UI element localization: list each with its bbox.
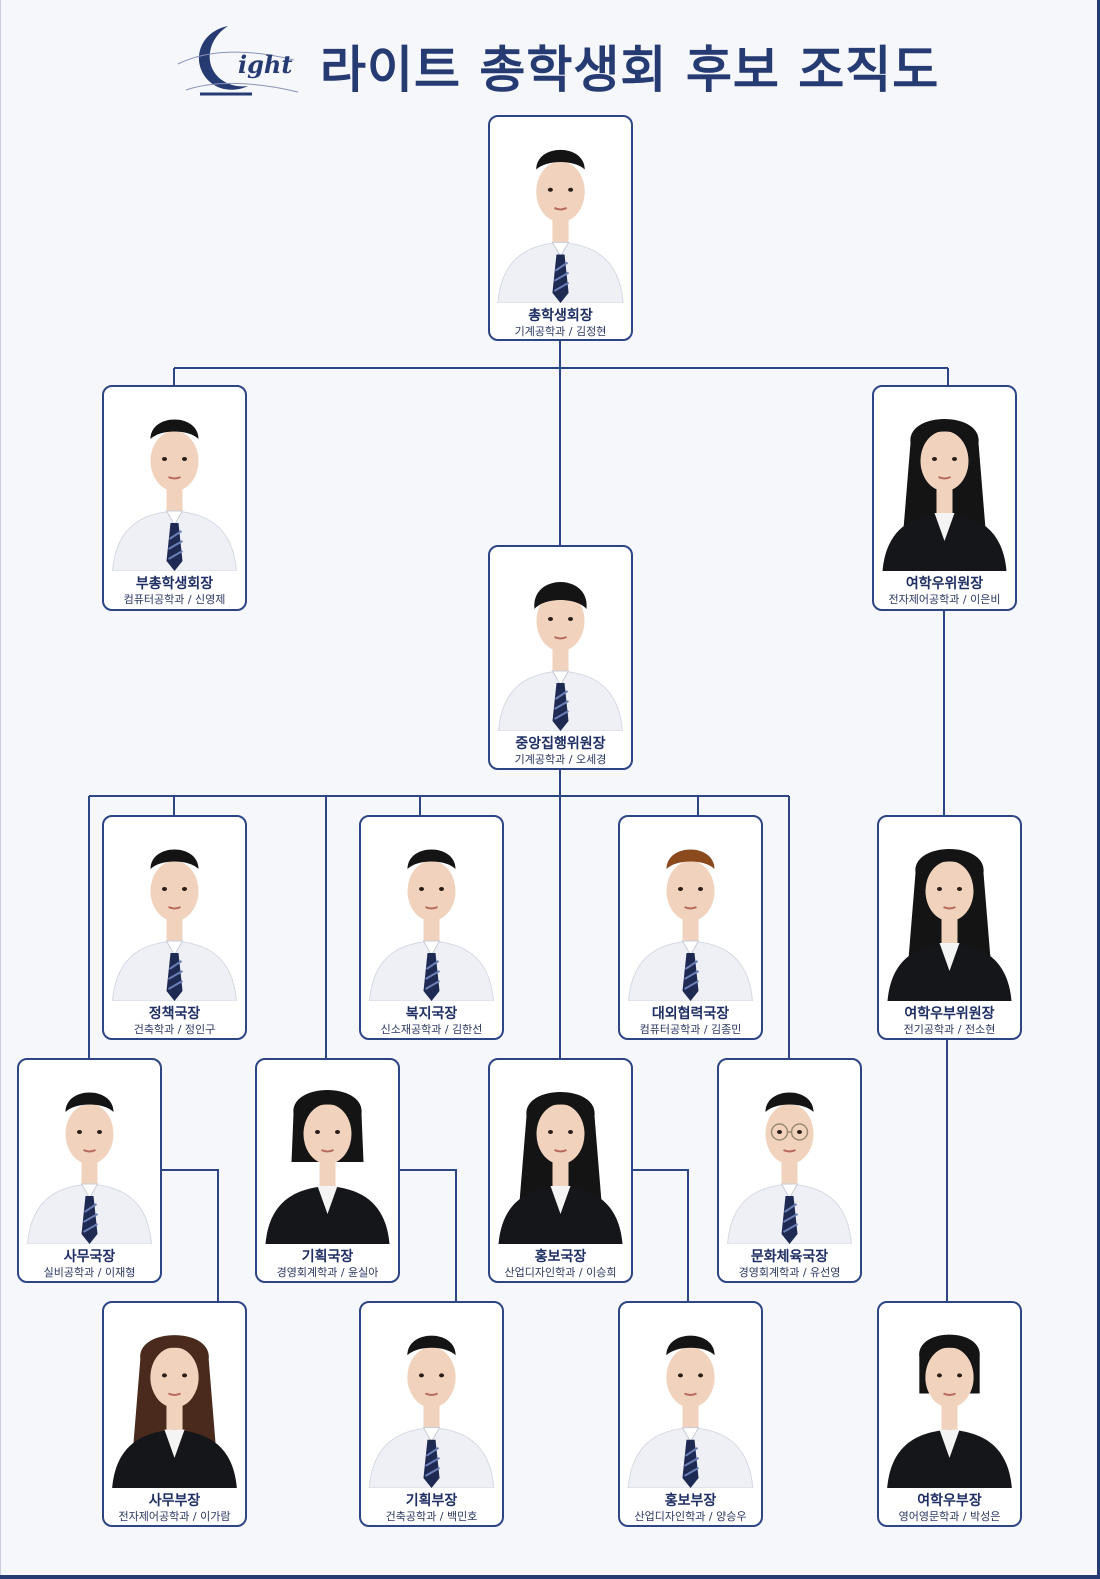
portrait-photo <box>494 1064 627 1244</box>
portrait-photo <box>108 391 241 571</box>
portrait-photo <box>365 1307 498 1488</box>
member-info: 전기공학과 / 전소현 <box>903 1023 996 1036</box>
member-card-women-dept: 여학우부장 영어영문학과 / 박성은 <box>877 1301 1022 1527</box>
member-info: 실비공학과 / 이재형 <box>43 1266 136 1279</box>
person-portrait-icon <box>878 391 1011 571</box>
member-role: 기획국장 <box>301 1249 354 1265</box>
person-portrait-icon <box>494 551 627 731</box>
member-card-women-vice: 여학우부위원장 전기공학과 / 전소현 <box>877 815 1022 1040</box>
member-role: 기획부장 <box>405 1493 458 1509</box>
person-portrait-icon <box>108 1307 241 1488</box>
member-role: 부총학생회장 <box>135 576 214 592</box>
person-portrait-icon <box>883 1307 1016 1488</box>
member-role: 여학우부장 <box>917 1493 982 1509</box>
member-card-planning: 기획국장 경영회계학과 / 윤실아 <box>255 1058 400 1283</box>
member-card-pr: 홍보국장 산업디자인학과 / 이승희 <box>488 1058 633 1283</box>
member-info: 전자제어공학과 / 이은비 <box>888 593 1001 606</box>
person-portrait-icon <box>108 821 241 1001</box>
person-portrait-icon <box>365 821 498 1001</box>
person-portrait-icon <box>494 1064 627 1244</box>
member-role: 복지국장 <box>405 1006 458 1022</box>
portrait-photo <box>261 1064 394 1244</box>
member-card-general-affairs: 사무국장 실비공학과 / 이재형 <box>17 1058 162 1283</box>
member-card-general-affairs-dept: 사무부장 전자제어공학과 / 이가람 <box>102 1301 247 1527</box>
member-card-pr-dept: 홍보부장 산업디자인학과 / 양승우 <box>618 1301 763 1527</box>
member-info: 컴퓨터공학과 / 신영제 <box>123 593 226 606</box>
member-info: 기계공학과 / 오세경 <box>514 753 607 766</box>
person-portrait-icon <box>23 1064 156 1244</box>
member-info: 경영회계학과 / 윤실아 <box>276 1266 379 1279</box>
member-info: 신소재공학과 / 김한선 <box>380 1023 483 1036</box>
portrait-photo <box>108 1307 241 1488</box>
person-portrait-icon <box>624 1307 757 1488</box>
member-role: 홍보부장 <box>664 1493 717 1509</box>
member-role: 홍보국장 <box>534 1249 587 1265</box>
member-role: 문화체육국장 <box>750 1249 829 1265</box>
person-portrait-icon <box>883 821 1016 1001</box>
member-info: 기계공학과 / 김정현 <box>514 325 607 338</box>
portrait-photo <box>624 821 757 1001</box>
member-info: 건축공학과 / 백민호 <box>385 1510 478 1523</box>
member-card-women-chair: 여학우위원장 전자제어공학과 / 이은비 <box>872 385 1017 611</box>
light-logo-icon <box>177 26 299 96</box>
member-card-culture-sports: 문화체육국장 경영회계학과 / 유선영 <box>717 1058 862 1283</box>
page-title: 라이트 총학생회 후보 조직도 <box>320 41 940 99</box>
member-info: 영어영문학과 / 박성은 <box>898 1510 1001 1523</box>
portrait-photo <box>23 1064 156 1244</box>
portrait-photo <box>723 1064 856 1244</box>
portrait-photo <box>624 1307 757 1488</box>
person-portrait-icon <box>261 1064 394 1244</box>
portrait-photo <box>883 1307 1016 1488</box>
member-role: 중앙집행위원장 <box>515 736 606 752</box>
person-portrait-icon <box>494 121 627 303</box>
member-card-central-exec: 중앙집행위원장 기계공학과 / 오세경 <box>488 545 633 770</box>
person-portrait-icon <box>624 821 757 1001</box>
member-card-planning-dept: 기획부장 건축공학과 / 백민호 <box>359 1301 504 1527</box>
member-card-external: 대외협력국장 컴퓨터공학과 / 김종민 <box>618 815 763 1040</box>
member-info: 산업디자인학과 / 양승우 <box>634 1510 747 1523</box>
member-role: 사무국장 <box>63 1249 116 1265</box>
member-info: 전자제어공학과 / 이가람 <box>118 1510 231 1523</box>
member-info: 건축학과 / 정인구 <box>133 1023 216 1036</box>
portrait-photo <box>494 551 627 731</box>
person-portrait-icon <box>108 391 241 571</box>
portrait-photo <box>494 121 627 303</box>
logo-wordmark: ight <box>238 50 293 79</box>
portrait-photo <box>878 391 1011 571</box>
member-card-welfare: 복지국장 신소재공학과 / 김한선 <box>359 815 504 1040</box>
person-portrait-icon <box>723 1064 856 1244</box>
member-card-president: 총학생회장 기계공학과 / 김정현 <box>488 115 633 341</box>
member-card-policy: 정책국장 건축학과 / 정인구 <box>102 815 247 1040</box>
member-role: 대외협력국장 <box>651 1006 730 1022</box>
member-role: 총학생회장 <box>528 308 593 324</box>
member-role: 정책국장 <box>148 1006 201 1022</box>
member-role: 여학우위원장 <box>905 576 984 592</box>
portrait-photo <box>883 821 1016 1001</box>
portrait-photo <box>108 821 241 1001</box>
person-portrait-icon <box>365 1307 498 1488</box>
member-info: 산업디자인학과 / 이승희 <box>504 1266 617 1279</box>
portrait-photo <box>365 821 498 1001</box>
member-role: 여학우부위원장 <box>904 1006 995 1022</box>
member-info: 경영회계학과 / 유선영 <box>738 1266 841 1279</box>
member-card-vice-president: 부총학생회장 컴퓨터공학과 / 신영제 <box>102 385 247 611</box>
header: ight 라이트 총학생회 후보 조직도 <box>0 8 1100 108</box>
member-role: 사무부장 <box>148 1493 201 1509</box>
member-info: 컴퓨터공학과 / 김종민 <box>639 1023 742 1036</box>
page-border-left <box>0 0 1 1579</box>
